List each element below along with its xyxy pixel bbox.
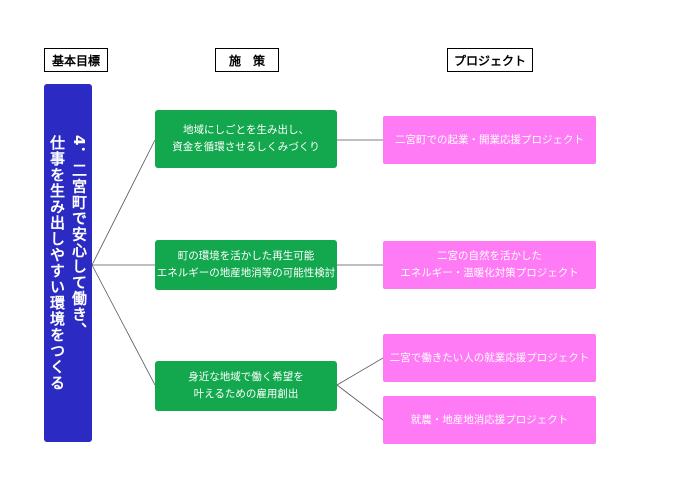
project-box-2: 二宮の自然を活かした エネルギー・温暖化対策プロジェクト — [383, 241, 596, 289]
measure-box-2: 町の環境を活かした再生可能 エネルギーの地産地消等の可能性検討 — [155, 240, 337, 290]
goal-line-1: 4．二宮町で安心して働き、 — [70, 135, 88, 339]
connector-measure3-project4 — [336, 384, 384, 421]
project-box-4: 就農・地産地消応援プロジェクト — [383, 396, 596, 444]
header-measure: 施 策 — [215, 48, 279, 72]
measure-3-line-2: 叶えるための雇用創出 — [193, 388, 299, 400]
project-2-line-2: エネルギー・温暖化対策プロジェクト — [400, 267, 579, 279]
measure-2-line-1: 町の環境を活かした再生可能 — [177, 250, 315, 262]
connector-measure3-project3 — [336, 357, 384, 386]
measure-2-line-2: エネルギーの地産地消等の可能性検討 — [156, 267, 336, 279]
goal-line-2: 仕事を生み出しやすい環境をつくる — [48, 135, 66, 391]
goal-box: 4．二宮町で安心して働き、 仕事を生み出しやすい環境をつくる — [44, 84, 92, 442]
measure-3-line-1: 身近な地域で働く希望を — [188, 371, 304, 383]
connector-goal-measure-1 — [91, 139, 156, 266]
project-2-line-1: 二宮の自然を活かした — [437, 250, 542, 262]
measure-box-1: 地域にしごとを生み出し、 資金を循環させるしくみづくり — [155, 110, 337, 168]
project-box-1: 二宮町での起業・開業応援プロジェクト — [383, 116, 596, 164]
project-1-line-1: 二宮町での起業・開業応援プロジェクト — [395, 133, 584, 146]
measure-1-line-2: 資金を循環させるしくみづくり — [172, 141, 320, 153]
measure-box-3: 身近な地域で働く希望を 叶えるための雇用創出 — [155, 361, 337, 411]
header-goal: 基本目標 — [44, 48, 108, 72]
connector-goal-measure-3 — [91, 264, 156, 386]
project-box-3: 二宮で働きたい人の就業応援プロジェクト — [383, 334, 596, 382]
project-4-line-1: 就農・地産地消応援プロジェクト — [410, 413, 569, 426]
project-3-line-1: 二宮で働きたい人の就業応援プロジェクト — [389, 351, 590, 364]
header-project: プロジェクト — [447, 48, 533, 72]
measure-1-line-1: 地域にしごとを生み出し、 — [183, 124, 309, 136]
goal-text: 4．二宮町で安心して働き、 仕事を生み出しやすい環境をつくる — [46, 135, 90, 391]
